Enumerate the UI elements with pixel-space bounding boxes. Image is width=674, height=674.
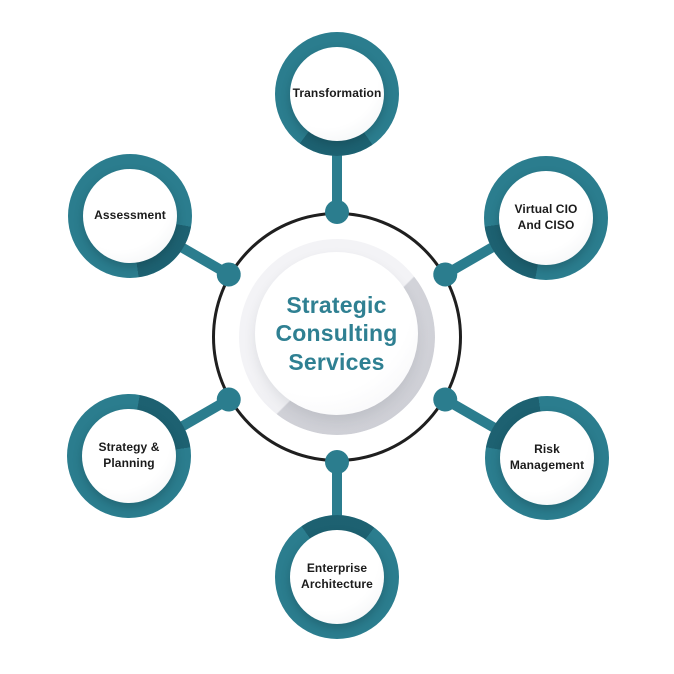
node-strategy-and-planning: Strategy & Planning: [67, 394, 191, 518]
hub-dot-bottom: [325, 450, 349, 474]
center-inner-circle: Strategic Consulting Services: [255, 252, 418, 415]
diagram-title: Strategic Consulting Services: [275, 292, 398, 375]
node-virtual-cio-and-ciso: Virtual CIO And CISO: [484, 156, 608, 280]
hub-dot-top: [325, 200, 349, 224]
node-enterprise-architecture: Enterprise Architecture: [275, 515, 399, 639]
node-label: Transformation: [292, 86, 382, 101]
node-inner-circle: Assessment: [83, 169, 177, 263]
connector-line-top: [332, 145, 342, 221]
node-inner-circle: Risk Management: [500, 411, 594, 505]
node-inner-circle: Virtual CIO And CISO: [499, 171, 593, 265]
node-assessment: Assessment: [68, 154, 192, 278]
node-risk-management: Risk Management: [485, 396, 609, 520]
node-label: Enterprise Architecture: [301, 561, 373, 591]
node-label: Strategy & Planning: [98, 440, 160, 470]
center-node: Strategic Consulting Services: [239, 239, 435, 435]
node-inner-circle: Transformation: [290, 47, 384, 141]
node-label: Virtual CIO And CISO: [514, 202, 578, 232]
node-transformation: Transformation: [275, 32, 399, 156]
node-inner-circle: Enterprise Architecture: [290, 530, 384, 624]
node-inner-circle: Strategy & Planning: [82, 409, 176, 503]
node-label: Assessment: [94, 208, 166, 223]
node-label: Risk Management: [509, 442, 585, 472]
